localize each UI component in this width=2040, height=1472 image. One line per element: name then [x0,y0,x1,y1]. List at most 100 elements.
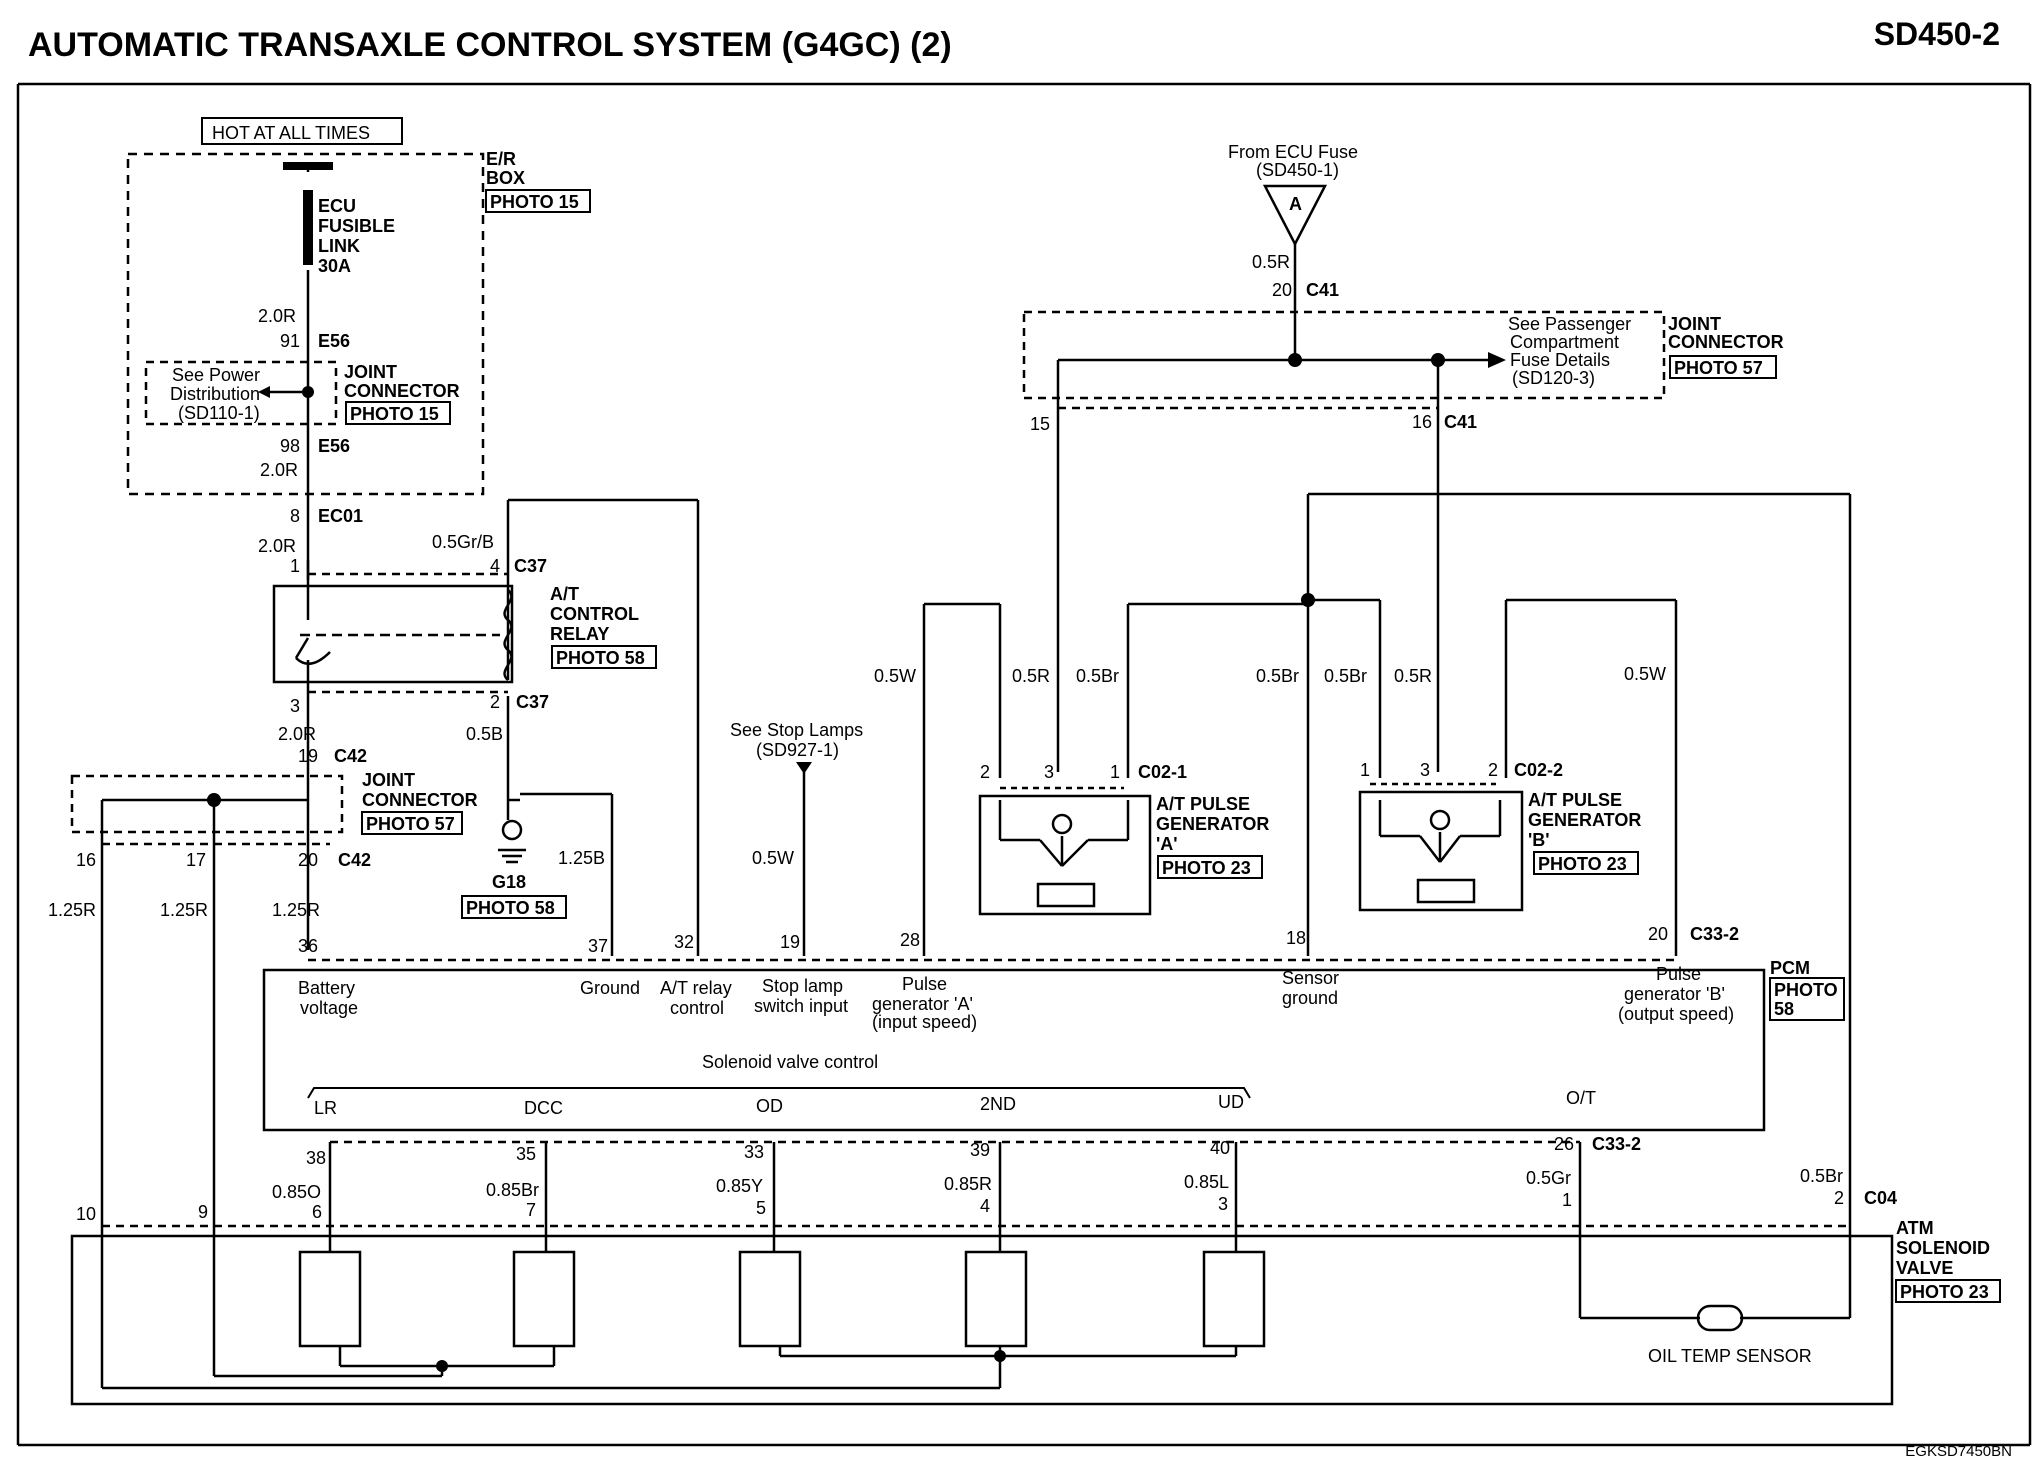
see-pass-4: (SD120-3) [1512,368,1595,388]
see-power-1: See Power [172,365,260,385]
pulse-a-label: A/T PULSE [1156,794,1250,814]
pcm-pin-39: 39 [970,1140,990,1160]
stop-lamp-2: (SD927-1) [756,740,839,760]
pin-20-c42: 20 [298,850,318,870]
fn-pulse-a-3: (input speed) [872,1012,977,1032]
conn-c02-1: C02-1 [1138,762,1187,782]
conn-c42-b: C42 [338,850,371,870]
conn-c33-2-bot: C33-2 [1592,1134,1641,1154]
pin-20-c41: 20 [1272,280,1292,300]
fn-pulse-a-2: generator 'A' [872,994,973,1014]
pb-pin-1: 1 [1360,760,1370,780]
er-box-label: E/R [486,149,516,169]
fn-pulse-b: Pulse [1656,964,1701,984]
see-power-3: (SD110-1) [178,403,260,423]
pcm-pin-19: 19 [780,932,800,952]
pulse-b-label: A/T PULSE [1528,790,1622,810]
wire-0-85r: 0.85R [944,1174,992,1194]
conn-e56-b: E56 [318,436,350,456]
from-ecu-1: From ECU Fuse [1228,142,1358,162]
pin-91: 91 [280,331,300,351]
ground-g18: G18 [492,872,526,892]
fusible-label: ECU [318,196,356,216]
pin-8: 8 [290,506,300,526]
pcm-pin-26: 26 [1554,1134,1574,1154]
solenoid-ctrl: Solenoid valve control [702,1052,878,1072]
pcm-pin-32: 32 [674,932,694,952]
wire-0-5r-pa: 0.5R [1012,666,1050,686]
see-power-2: Distribution [170,384,260,404]
ecu-letter-a: A [1289,194,1302,214]
atm-pin-2: 2 [1834,1188,1844,1208]
pulse-a-photo: PHOTO 23 [1162,858,1251,878]
wire-1-25r-c: 1.25R [272,900,320,920]
pcm-pin-37: 37 [588,936,608,956]
fn-pulse-b-3: (output speed) [1618,1004,1734,1024]
joint-e56-label: JOINT [344,362,397,382]
joint-c41-photo: PHOTO 57 [1674,358,1763,378]
er-photo: PHOTO 15 [490,192,579,212]
fn-pulse-a: Pulse [902,974,947,994]
pb-pin-3: 3 [1420,760,1430,780]
atm-label-3: VALVE [1896,1258,1953,1278]
conn-e56-a: E56 [318,331,350,351]
atm-pin-7: 7 [526,1200,536,1220]
pcm-photo-2: 58 [1774,999,1794,1019]
wire-2-0r-b: 2.0R [260,460,298,480]
fn-ground: Ground [580,978,640,998]
wire-0-85o: 0.85O [272,1182,321,1202]
out-ud: UD [1218,1092,1244,1112]
wire-0-5w-stop: 0.5W [752,848,794,868]
fn-relay-2: control [670,998,724,1018]
out-ot: O/T [1566,1088,1596,1108]
pin-17-c42: 17 [186,850,206,870]
joint-e56-photo: PHOTO 15 [350,404,439,424]
pb-pin-2: 2 [1488,760,1498,780]
conn-c37-b: C37 [516,692,549,712]
wire-0-85l: 0.85L [1184,1172,1229,1192]
er-box-label-2: BOX [486,168,525,188]
pulse-a-label-2: GENERATOR [1156,814,1269,834]
pcm-photo: PHOTO [1774,980,1838,1000]
wire-0-5br-atm: 0.5Br [1800,1166,1843,1186]
joint-c41-label: JOINT [1668,314,1721,334]
fusible-rating: 30A [318,256,351,276]
fn-battery-2: voltage [300,998,358,1018]
pulse-b-label-2: GENERATOR [1528,810,1641,830]
wire-0-5br-pb-b: 0.5Br [1324,666,1367,686]
pulse-a-label-3: 'A' [1156,834,1178,854]
relay-label-3: RELAY [550,624,609,644]
relay-pin-1: 1 [290,556,300,576]
joint-c42-label-2: CONNECTOR [362,790,478,810]
wire-0-85br: 0.85Br [486,1180,539,1200]
ground-photo: PHOTO 58 [466,898,555,918]
oil-temp-sensor: OIL TEMP SENSOR [1648,1346,1812,1366]
relay-label: A/T [550,584,579,604]
wire-1-25r-a: 1.25R [48,900,96,920]
pcm-label: PCM [1770,958,1810,978]
fusible-label-3: LINK [318,236,360,256]
relay-pin-4: 4 [490,556,500,576]
pulse-b-photo: PHOTO 23 [1538,854,1627,874]
pa-pin-2: 2 [980,762,990,782]
stop-lamp-1: See Stop Lamps [730,720,863,740]
atm-label-2: SOLENOID [1896,1238,1990,1258]
pin-16-c41: 16 [1412,412,1432,432]
pa-pin-3: 3 [1044,762,1054,782]
fn-sensor: Sensor [1282,968,1339,988]
pulse-b-label-3: 'B' [1528,830,1550,850]
wire-2-0r-a: 2.0R [258,306,296,326]
atm-pin-10: 10 [76,1204,96,1224]
pa-pin-1: 1 [1110,762,1120,782]
out-lr: LR [314,1098,337,1118]
conn-c33-2-top: C33-2 [1690,924,1739,944]
wire-2-0r-c: 2.0R [258,536,296,556]
pcm-pin-33: 33 [744,1142,764,1162]
pin-16-c42: 16 [76,850,96,870]
conn-ec01: EC01 [318,506,363,526]
wire-0-5br-pb-a: 0.5Br [1256,666,1299,686]
joint-e56-label-2: CONNECTOR [344,381,460,401]
wire-2-0r-d: 2.0R [278,724,316,744]
conn-c42-a: C42 [334,746,367,766]
